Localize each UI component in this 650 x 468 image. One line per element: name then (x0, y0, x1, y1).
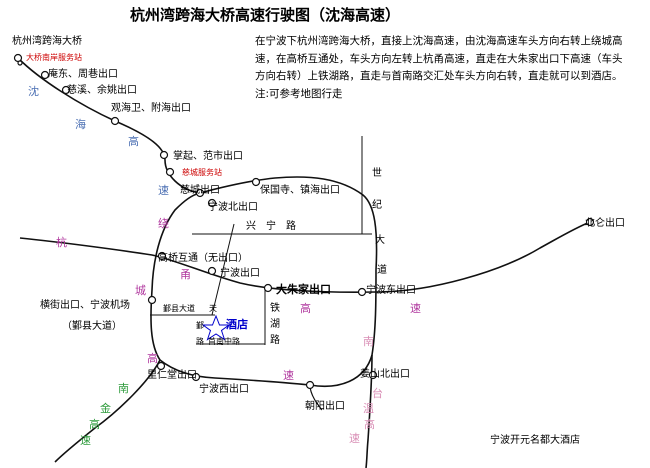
label-gaoqiao: 高桥互通（无出口） (158, 251, 248, 264)
road-char-su4: 速 (349, 432, 360, 445)
road-shiji-2: 纪 (372, 199, 382, 211)
road-shiji-1: 世 (372, 167, 382, 179)
route-description: 在宁波下杭州湾跨海大桥，直接上沈海高速，由沈海高速车头方向右转上绕城高速，在高桥… (255, 35, 628, 100)
label-anzhi: 庵东、周巷出口 (48, 67, 118, 80)
label-jiangshan: 姜山北出口 (360, 367, 410, 380)
road-tiehu-3: 路 (270, 333, 280, 346)
road-char-yong: 甬 (180, 268, 191, 281)
road-char-hang: 杭 (56, 235, 67, 249)
label-shijian: 里仁堂出口 (147, 368, 197, 381)
road-char-gao5: 高 (89, 417, 100, 431)
yongjin-expressway (54, 359, 161, 463)
label-hengjie: 横街出口、宁波机场 (40, 298, 130, 311)
label-ningbo-north: 宁波北出口 (208, 200, 258, 213)
exit-node[interactable] (368, 370, 378, 380)
exit-node[interactable] (191, 372, 201, 382)
road-tiehu-1: 铁 (270, 301, 280, 314)
road-char-su: 速 (158, 184, 169, 197)
road-char-gao2: 高 (147, 351, 158, 365)
label-zhangqi: 掌起、范市出口 (173, 149, 243, 162)
exit-node[interactable] (195, 188, 205, 198)
exit-node[interactable] (585, 217, 595, 227)
label-ningbo: 宁波出口 (220, 266, 260, 279)
road-char-shen: 沈 (28, 84, 39, 98)
hotel-star-icon[interactable] (201, 314, 231, 341)
exit-node[interactable] (159, 150, 169, 160)
label-bridge: 杭州湾跨海大桥 (12, 34, 82, 47)
ring-road (150, 176, 378, 387)
exit-node[interactable] (357, 287, 367, 297)
road-char-cheng: 城 (135, 284, 146, 297)
hotel-label[interactable]: 酒店 (226, 317, 248, 331)
road-tian: 天 (209, 304, 217, 313)
road-char-nan2: 南 (118, 382, 129, 395)
road-char-gao3: 高 (300, 301, 311, 315)
shenhai-expressway (17, 57, 201, 194)
label-service-south: 大桥南岸服务站 (26, 52, 82, 62)
label-ningbo-east: 宁波东出口 (366, 283, 416, 296)
road-tiehu-2: 湖 (270, 318, 280, 330)
local-road (211, 223, 235, 316)
label-ningbo-west: 宁波西出口 (199, 382, 249, 395)
road-char-su3: 速 (410, 302, 421, 315)
road-char-rao: 绕 (158, 217, 169, 230)
road-char-su2: 速 (283, 369, 294, 382)
road-char-su5: 速 (80, 434, 91, 447)
road-char-wen: 温 (363, 402, 374, 415)
label-chaoyang: 朝阳出口 (305, 399, 345, 412)
credit-label: 宁波开元名都大酒店 (490, 433, 580, 446)
exit-node[interactable] (207, 198, 217, 208)
road-char-hai: 海 (75, 117, 86, 131)
exit-node[interactable] (165, 167, 175, 177)
road-shounan: 首南中路 (208, 336, 240, 346)
road-char-gao: 高 (128, 134, 139, 148)
road-yinxian: 鄞县大道 (163, 303, 195, 313)
exit-node[interactable] (251, 177, 261, 187)
exit-node[interactable] (156, 361, 166, 371)
road-lu: 路 (196, 336, 204, 346)
road-char-tai: 台 (372, 386, 383, 400)
exit-node[interactable] (110, 116, 120, 126)
label-baoguosi: 保国寺、镇海出口 (260, 183, 340, 196)
exit-node[interactable] (147, 295, 157, 305)
label-cicheng-service: 慈城服务站 (182, 167, 222, 177)
label-guanhaiwei: 观海卫、附海出口 (111, 101, 191, 114)
label-cixi: 慈溪、余姚出口 (67, 83, 137, 96)
label-cicheng: 慈城出口 (180, 183, 220, 196)
hangyong-expressway (19, 221, 591, 293)
map-title: 杭州湾跨海大桥高速行驶图（沈海高速） (130, 6, 400, 24)
road-shiji-3: 大 (375, 233, 385, 246)
road-char-nan: 南 (363, 335, 374, 348)
exit-nodes (13, 53, 595, 390)
exit-node[interactable] (40, 70, 50, 80)
exit-node[interactable] (17, 60, 23, 66)
exit-node[interactable] (263, 283, 273, 293)
road-char-gao4: 高 (364, 417, 375, 431)
exit-node[interactable] (157, 251, 167, 261)
exit-node[interactable] (305, 380, 315, 390)
label-dazhujia: 大朱家出口 (276, 282, 331, 296)
road-yin: 鄞 (196, 320, 204, 330)
road-xingning: 兴 宁 路 (246, 219, 296, 232)
exit-node[interactable] (61, 85, 71, 95)
label-yinxian-ave: （鄞县大道） (62, 319, 122, 332)
label-beilun: 北仑出口 (585, 216, 625, 229)
road-shiji-4: 道 (377, 263, 387, 276)
exit-node[interactable] (207, 266, 217, 276)
road-char-jin: 金 (100, 401, 111, 415)
